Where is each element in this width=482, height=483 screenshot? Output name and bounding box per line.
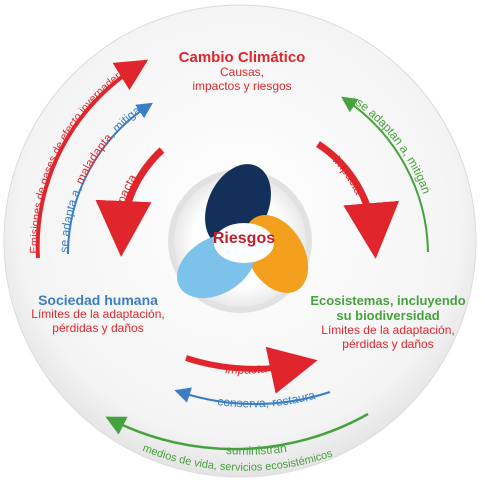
left-block: Sociedad humana Límites de la adaptación… <box>14 292 182 336</box>
arrow-impacta-left <box>95 147 165 257</box>
label-suministran: suministran <box>226 441 288 458</box>
right-title-2: su biodiversidad <box>336 307 440 323</box>
arrow-emisiones <box>35 59 149 259</box>
petal-center <box>214 223 274 263</box>
top-block: Cambio Climático Causas, impactos y ries… <box>160 49 324 94</box>
right-block: Ecosistemas, incluyendo su biodiversidad… <box>300 293 476 351</box>
right-title-1: Ecosistemas, incluyendo <box>310 293 466 308</box>
left-line-1: Límites de la adaptación, <box>31 307 165 322</box>
top-subtitle-2: impactos y riesgos <box>192 79 292 94</box>
right-line-2: pérdidas y daños <box>342 336 434 351</box>
arrow-se-adapta <box>67 102 154 255</box>
label-impacta-bottom: impacta <box>225 361 268 376</box>
left-line-2: pérdidas y daños <box>52 320 144 335</box>
arrow-impacta-right <box>316 141 400 259</box>
left-title: Sociedad humana <box>38 292 158 308</box>
arrow-se-adaptan <box>341 96 429 253</box>
arrow-suministran <box>105 412 369 451</box>
top-subtitle-1: Causas, <box>219 65 265 80</box>
arrow-impacta-bottom <box>185 346 318 394</box>
top-title: Cambio Climático <box>178 49 306 66</box>
right-line-1: Límites de la adaptación, <box>321 322 455 337</box>
arrow-conserva <box>174 387 331 406</box>
center-label: Riesgos <box>212 230 276 247</box>
